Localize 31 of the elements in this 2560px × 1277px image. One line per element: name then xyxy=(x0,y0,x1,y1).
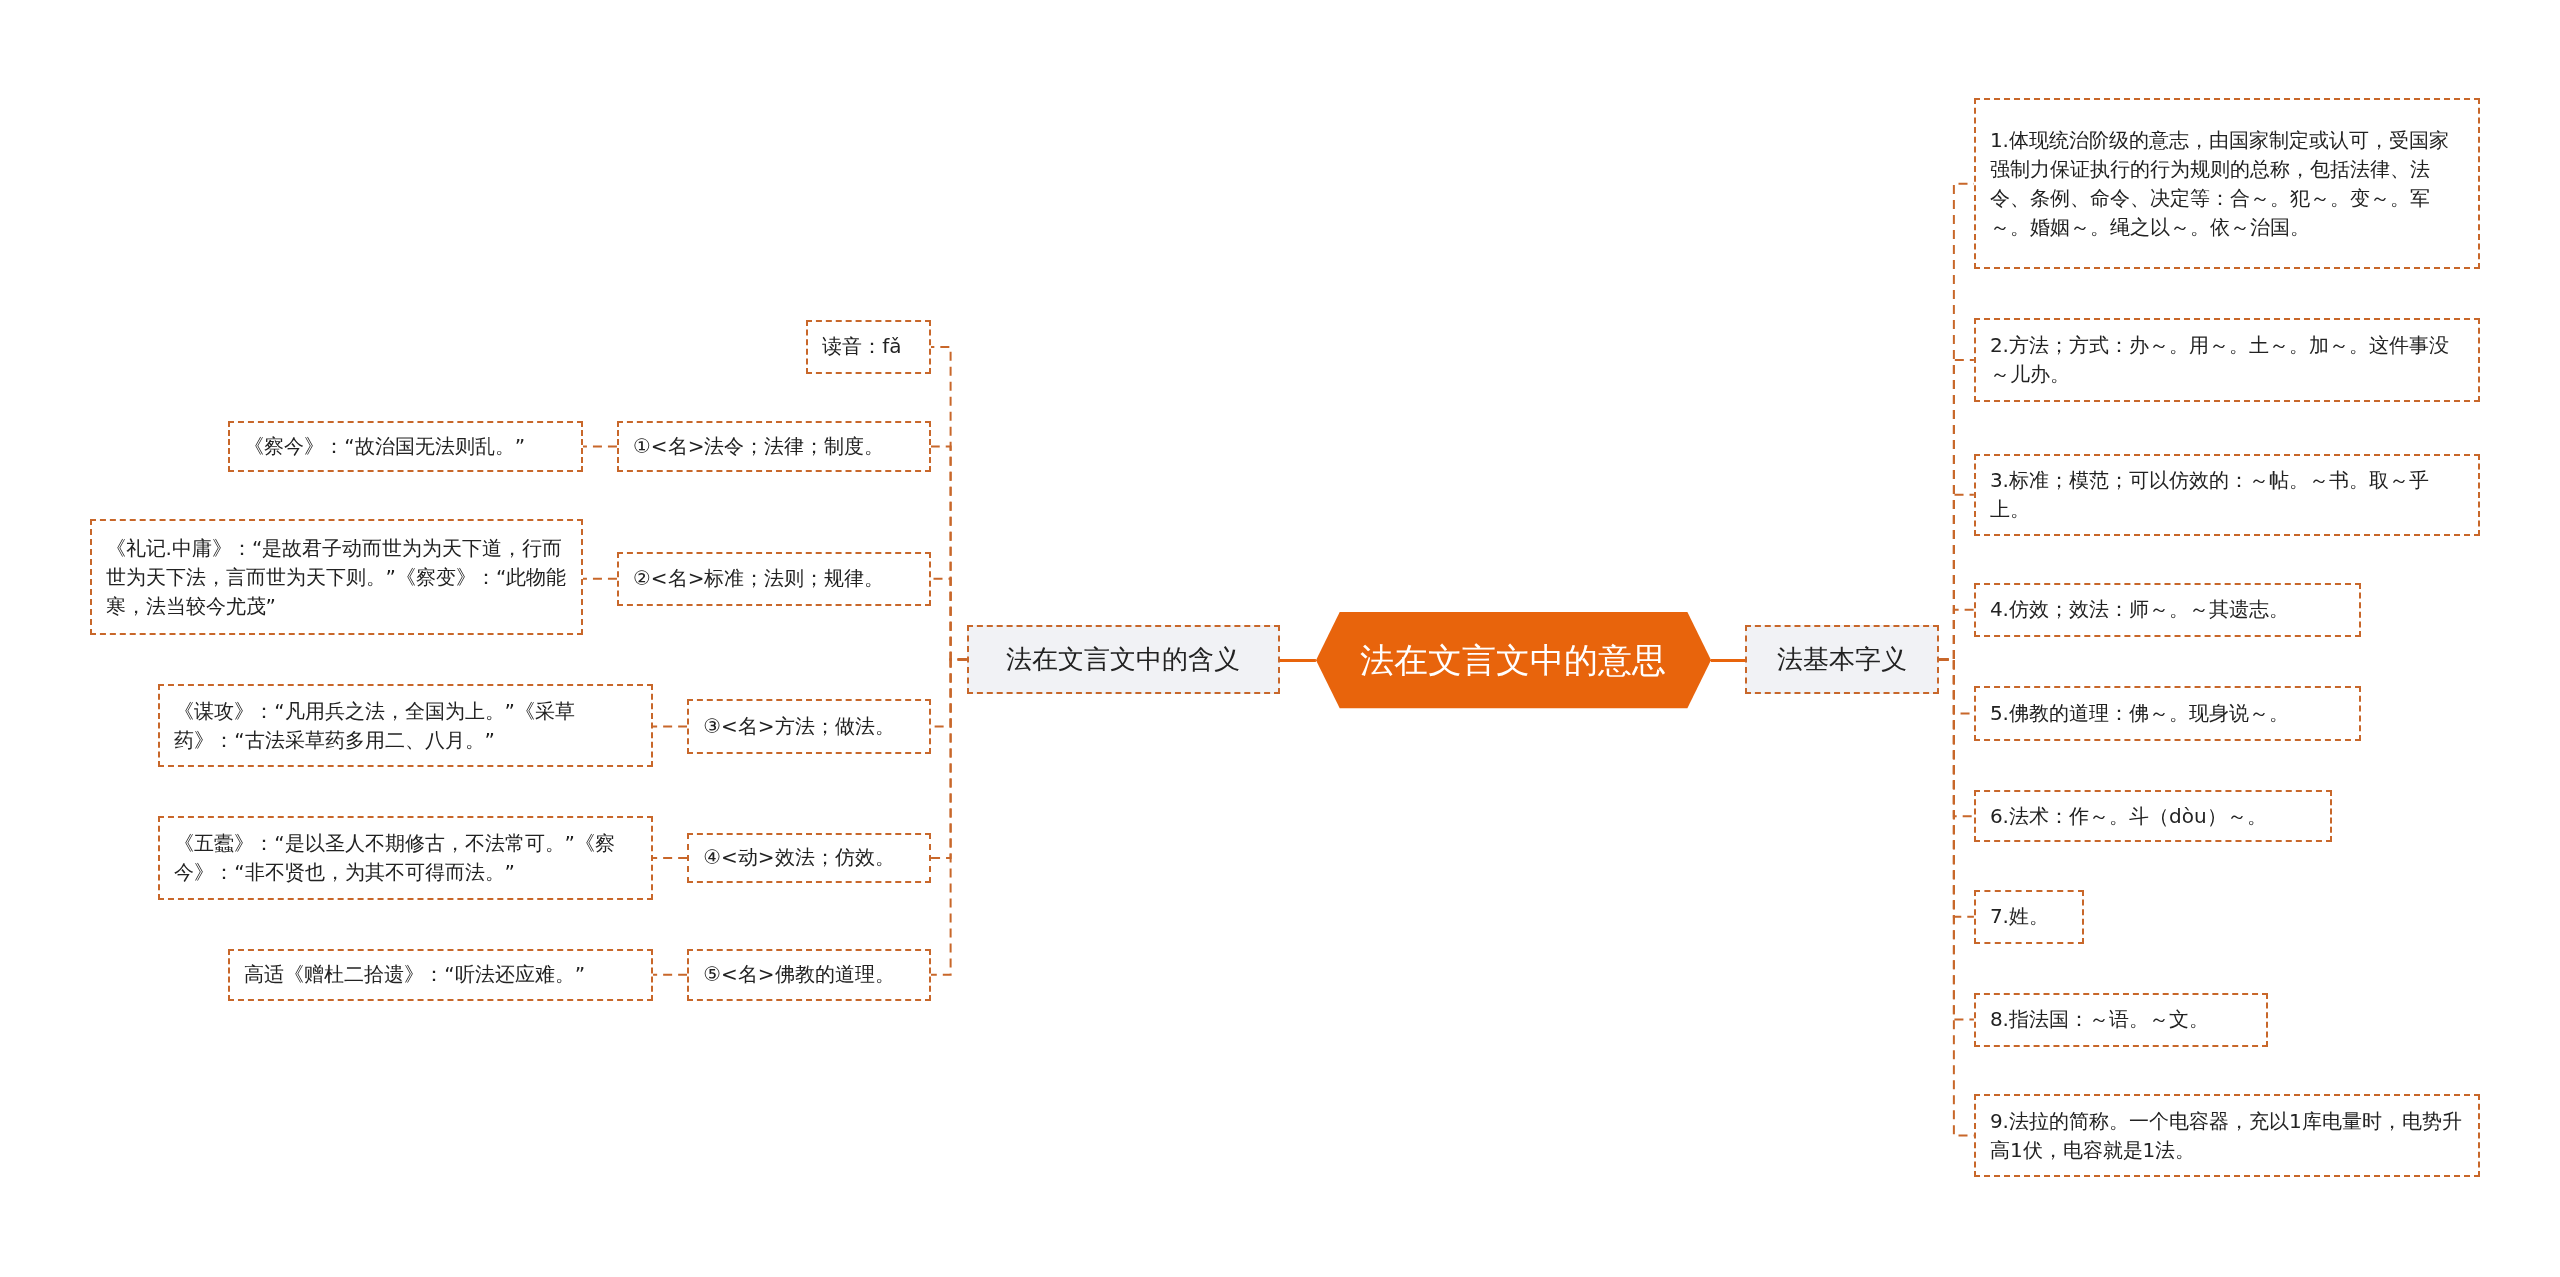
subtopic-box: ⑤<名>佛教的道理。 xyxy=(687,948,931,1001)
subtopic-box: 4.仿效；效法：师～。～其遗志。 xyxy=(1973,582,2362,637)
connector-line xyxy=(581,577,618,580)
connector-line xyxy=(1711,658,1746,662)
subtopic-box: 3.标准；模范；可以仿效的：～帖。～书。取～乎上。 xyxy=(1973,453,2481,536)
subtopic-box: ②<名>标准；法则；规律。 xyxy=(616,551,931,606)
connector-line xyxy=(652,856,689,859)
subtopic-box: 9.法拉的简称。一个电容器，充以1库电量时，电势升高1伏，电容就是1法。 xyxy=(1973,1093,2481,1178)
subtopic-box: 5.佛教的道理：佛～。现身说～。 xyxy=(1973,685,2362,742)
subtopic-box: 《五蠹》：“是以圣人不期修古，不法常可。”《察今》：“非不贤也，为其不可得而法。” xyxy=(158,816,654,900)
subtopic-box: 读音：fǎ xyxy=(806,320,931,374)
subtopic-box: 6.法术：作～。斗（dòu）～。 xyxy=(1973,790,2332,843)
subtopic-box: 《礼记.中庸》：“是故君子动而世为为天下道，行而世为天下法，言而世为天下则。”《察变》：“此物能寒，法当较今尤茂” xyxy=(89,519,583,636)
subtopic-box: ④<动>效法；仿效。 xyxy=(687,832,931,884)
subtopic-box: ①<名>法令；法律；制度。 xyxy=(616,421,931,472)
subtopic-box: ③<名>方法；做法。 xyxy=(687,698,931,755)
subtopic-box: 《谋攻》：“凡用兵之法，全国为上。”《采草药》：“古法采草药多用二、八月。” xyxy=(158,684,654,768)
subtopic-box: 8.指法国：～语。～文。 xyxy=(1973,992,2269,1047)
branch-topic: 法在文言文中的含义 xyxy=(966,625,1280,694)
connector-line xyxy=(652,725,689,728)
connector-line xyxy=(652,973,689,976)
central-topic xyxy=(1315,612,1711,709)
subtopic-box: 2.方法；方式：办～。用～。土～。加～。这件事没～儿办。 xyxy=(1973,318,2481,402)
connector-line xyxy=(581,445,618,448)
topic-text: 法在文言文中的意思 xyxy=(1360,638,1667,682)
subtopic-box: 1.体现统治阶级的意志，由国家制定或认可，受国家强制力保证执行的行为规则的总称，包括法律、法令、条例、命令、决定等：合～。犯～。变～。军～。婚姻～。绳之以～。依～治国。 xyxy=(1973,97,2481,270)
subtopic-box: 7.姓。 xyxy=(1973,889,2084,944)
connector-line xyxy=(1279,658,1316,662)
branch-topic: 法基本字义 xyxy=(1745,625,1940,694)
subtopic-box: 高适《赠杜二拾遗》：“听法还应难。” xyxy=(228,948,654,1001)
subtopic-box: 《察今》：“故治国无法则乱。” xyxy=(228,421,583,472)
